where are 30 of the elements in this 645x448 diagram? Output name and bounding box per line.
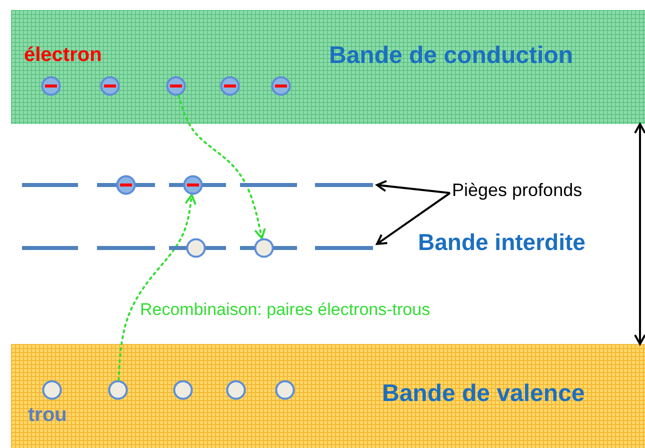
band-title: Bande de valence bbox=[382, 380, 585, 408]
trap-level-line bbox=[22, 244, 373, 252]
dotted-arrow bbox=[178, 94, 266, 240]
hole-symbol bbox=[173, 380, 193, 400]
electron-symbol bbox=[220, 76, 240, 96]
electron-symbol bbox=[183, 175, 203, 195]
particle-label: électron bbox=[24, 44, 102, 67]
electron-symbol bbox=[271, 76, 291, 96]
band-title: Bande de conduction bbox=[329, 42, 574, 70]
electron-symbol bbox=[41, 76, 61, 96]
hole-symbol bbox=[108, 380, 128, 400]
hole-symbol bbox=[186, 238, 206, 258]
recombination-note: Recombinaison: paires électrons-trous bbox=[140, 300, 430, 320]
gap-label: Bande interdite bbox=[418, 229, 586, 256]
electron-symbol bbox=[116, 175, 136, 195]
hole-symbol bbox=[42, 380, 62, 400]
trap-level-line bbox=[22, 181, 373, 189]
hole-symbol bbox=[254, 238, 274, 258]
conduction-band bbox=[11, 10, 645, 124]
valence-band bbox=[11, 344, 645, 448]
arrow bbox=[634, 123, 645, 345]
hole-symbol bbox=[226, 380, 246, 400]
hole-symbol bbox=[275, 380, 295, 400]
particle-label: trou bbox=[28, 404, 67, 427]
trap-label: Pièges profonds bbox=[452, 180, 634, 206]
electron-symbol bbox=[166, 76, 186, 96]
dotted-arrow bbox=[118, 194, 197, 382]
arrow bbox=[376, 180, 450, 194]
electron-symbol bbox=[100, 76, 120, 96]
arrow bbox=[376, 192, 451, 245]
